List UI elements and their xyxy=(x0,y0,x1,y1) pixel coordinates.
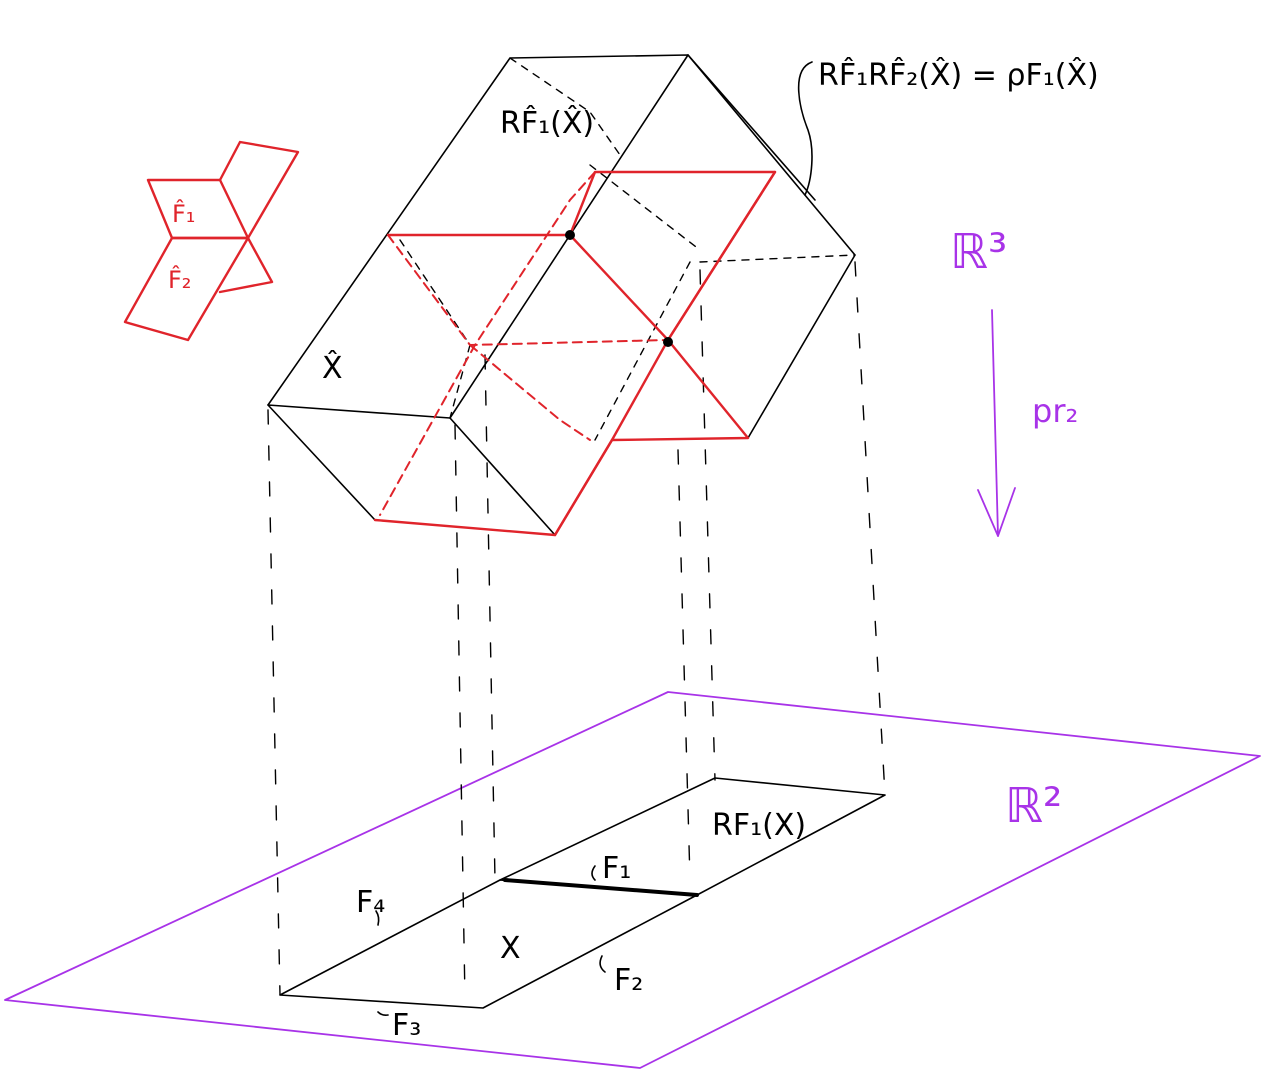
label-f2: F₂ xyxy=(614,963,643,998)
label-pointer xyxy=(797,61,813,196)
vertex-upper xyxy=(565,230,575,240)
r2-plane xyxy=(4,691,1261,1069)
projection-arrow xyxy=(977,309,1016,537)
label-reflected-block: RF̂₁(X̂) xyxy=(500,105,594,141)
label-r3: ℝ³ xyxy=(950,224,1007,280)
label-reflected-rect: RF₁(X) xyxy=(712,808,806,843)
label-projection: pr₂ xyxy=(1032,392,1078,430)
label-r2: ℝ² xyxy=(1005,778,1062,834)
label-f3: F₃ xyxy=(392,1008,421,1043)
projection-lines xyxy=(267,261,886,1001)
label-f1-hat: F̂₁ xyxy=(172,200,195,228)
label-f1: F₁ xyxy=(602,851,631,886)
red-dashed-faces xyxy=(379,171,669,516)
label-f2-hat: F̂₂ xyxy=(168,266,191,294)
edge-f1 xyxy=(503,878,699,897)
label-rect: X xyxy=(500,931,521,966)
inset-hyperplanes xyxy=(123,140,300,342)
hidden-edges xyxy=(399,57,856,441)
vertex-lower xyxy=(663,337,673,347)
label-f4: F₄ xyxy=(356,885,385,920)
plane-rectangles xyxy=(279,777,886,1016)
label-block: X̂ xyxy=(322,350,343,386)
label-reflection-pair: RF̂₁RF̂₂(X̂) = ρF₁(X̂) xyxy=(818,57,1099,93)
